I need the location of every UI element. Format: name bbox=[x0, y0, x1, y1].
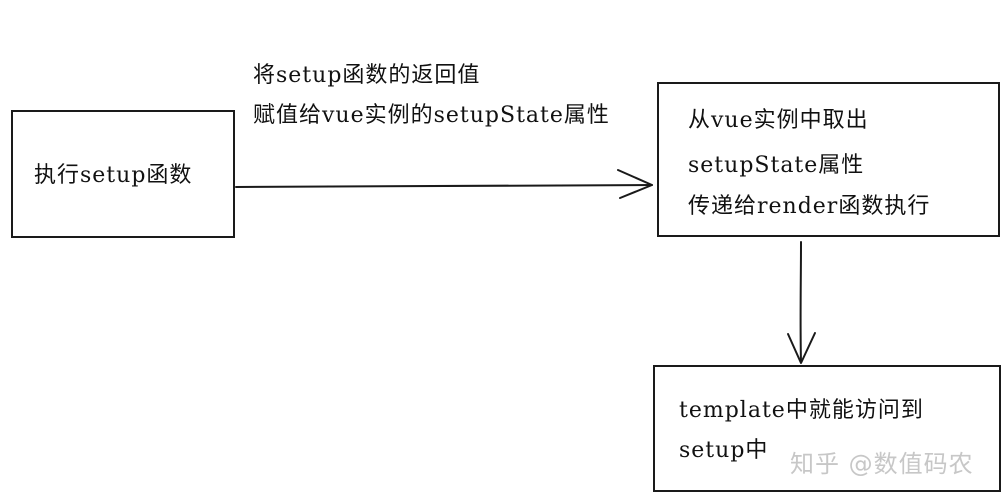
arrowhead-take-to-template bbox=[787, 332, 816, 364]
watermark: 知乎 @数值码农 bbox=[790, 450, 974, 478]
node-execute-setup bbox=[11, 110, 235, 238]
arrow-execute-to-take bbox=[235, 184, 653, 188]
node-take-setup-state bbox=[657, 82, 1000, 237]
node-take-setup-state-line-3: 传递给render函数执行 bbox=[688, 194, 931, 219]
node-template-access-line-2: setup中 bbox=[679, 438, 769, 463]
node-take-setup-state-line-1: 从vue实例中取出 bbox=[688, 108, 869, 133]
node-execute-setup-label: 执行setup函数 bbox=[34, 163, 193, 188]
arrowhead-execute-to-take bbox=[617, 169, 653, 199]
edge-label-line-2: 赋值给vue实例的setupState属性 bbox=[253, 103, 610, 128]
edge-label-line-1: 将setup函数的返回值 bbox=[253, 63, 481, 88]
node-template-access bbox=[653, 365, 1001, 492]
node-take-setup-state-line-2: setupState属性 bbox=[688, 153, 865, 178]
node-template-access-line-1: template中就能访问到 bbox=[679, 398, 924, 423]
